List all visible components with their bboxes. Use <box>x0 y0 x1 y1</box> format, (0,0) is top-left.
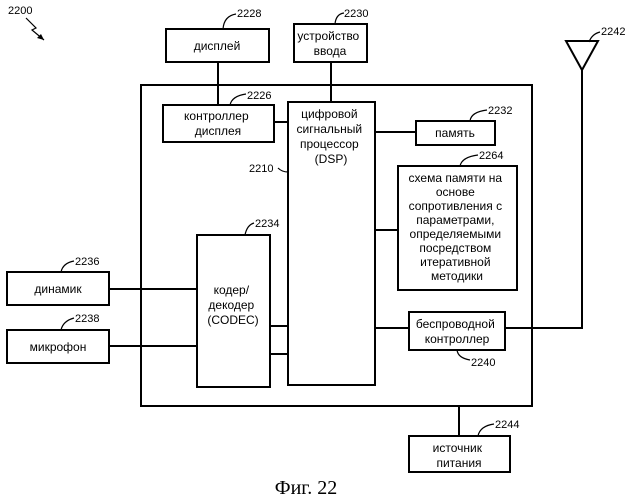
ref-2226: 2226 <box>247 90 271 102</box>
ref-2244: 2244 <box>495 419 519 431</box>
leader-2234 <box>245 223 254 235</box>
leader-2264 <box>460 155 478 166</box>
leader-2238 <box>61 318 74 330</box>
ref-2234: 2234 <box>255 218 279 230</box>
leader-2228 <box>223 14 236 29</box>
label-microphone: микрофон <box>30 340 87 354</box>
ref-2210: 2210 <box>249 163 273 175</box>
label-wireless-controller: беспроводной контроллер <box>416 317 498 346</box>
label-memory: память <box>435 126 475 140</box>
ref-2264: 2264 <box>479 150 503 162</box>
ref-2228: 2228 <box>237 8 261 20</box>
leader-2240 <box>457 350 470 360</box>
ref-2240: 2240 <box>471 357 495 369</box>
label-codec: кодер/ декодер (CODEC) <box>207 283 258 327</box>
figure-caption: Фиг. 22 <box>275 477 337 499</box>
leader-2232 <box>470 110 487 121</box>
ref-2238: 2238 <box>75 313 99 325</box>
ref-2232: 2232 <box>488 105 512 117</box>
leader-2236 <box>61 261 74 272</box>
leader-2230 <box>335 13 344 24</box>
label-display: дисплей <box>194 39 241 53</box>
figure-number: 2200 <box>8 5 32 17</box>
leader-2244 <box>478 424 494 436</box>
label-speaker: динамик <box>34 282 82 296</box>
antenna-icon <box>566 41 598 70</box>
leader-2226 <box>230 94 246 105</box>
ref-2236: 2236 <box>75 256 99 268</box>
ref-2242: 2242 <box>601 26 625 38</box>
leader-2210 <box>278 168 288 172</box>
label-power-supply: источник питания <box>433 441 486 470</box>
ref-2230: 2230 <box>344 8 368 20</box>
